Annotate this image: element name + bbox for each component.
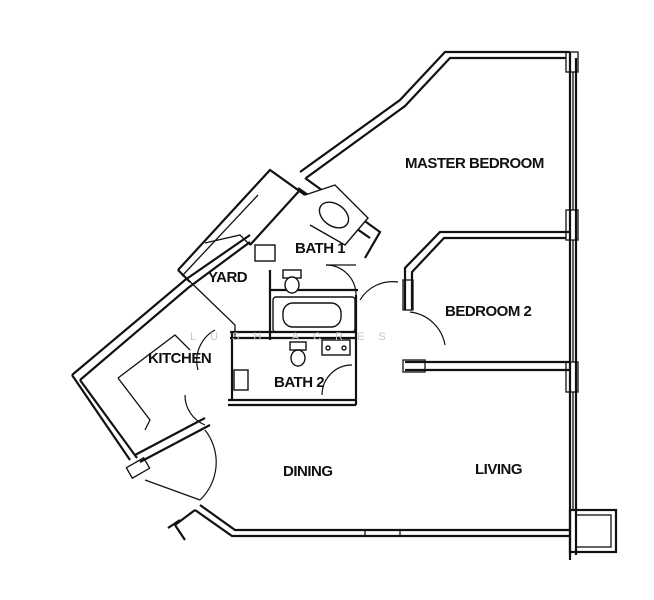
label-yard: YARD — [208, 269, 248, 286]
interior-walls — [125, 177, 570, 480]
sink-icon — [321, 339, 351, 356]
label-dining: DINING — [283, 463, 333, 480]
watermark: LUSH ACRES — [190, 331, 400, 343]
sink-icon — [318, 201, 350, 229]
toilet-icon — [289, 341, 307, 351]
exterior-walls — [71, 50, 618, 560]
door-swings — [144, 264, 446, 501]
label-kitchen: KITCHEN — [148, 350, 211, 367]
label-bath-1: BATH 1 — [295, 240, 345, 257]
label-living: LIVING — [475, 461, 522, 478]
label-bath-2: BATH 2 — [274, 374, 324, 391]
label-master-bedroom: MASTER BEDROOM — [405, 155, 544, 172]
label-bedroom-2: BEDROOM 2 — [445, 303, 532, 320]
